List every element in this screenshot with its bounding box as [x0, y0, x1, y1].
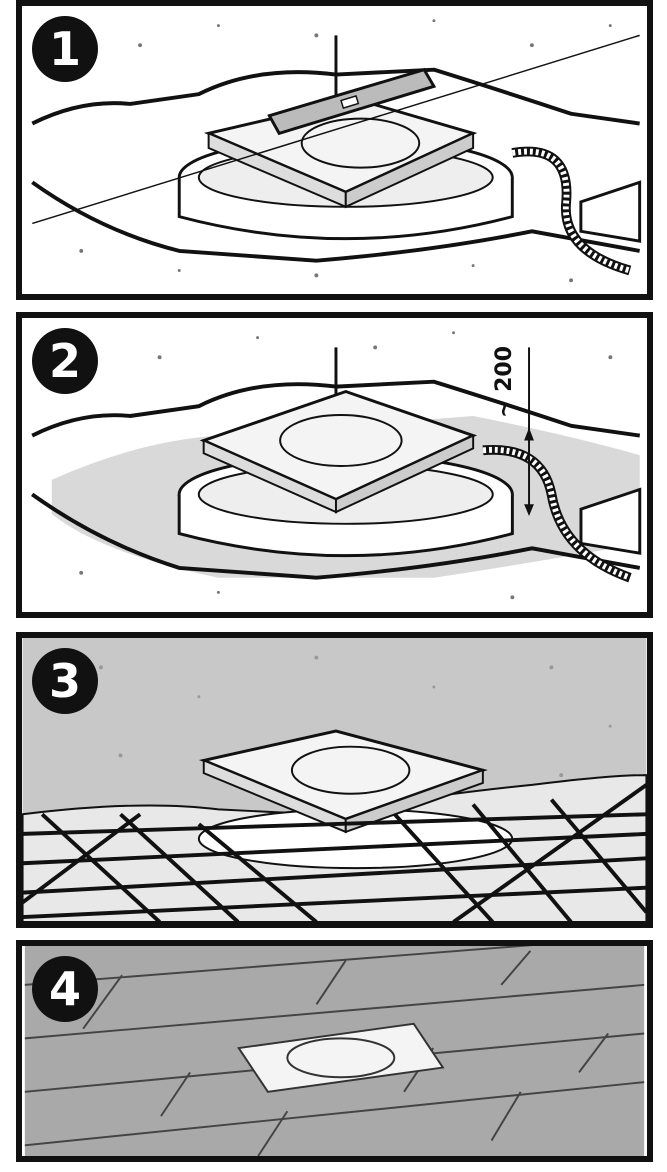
step-1-illustration [31, 19, 642, 283]
step-number-badge: 4 [32, 956, 98, 1022]
step-1-panel: 1 [16, 0, 653, 300]
step-3-illustration [22, 638, 647, 922]
step-2-illustration [31, 331, 642, 600]
depth-dimension-label: ~ 200 [492, 345, 517, 418]
step-3-panel: 3 [16, 632, 653, 928]
step-number-badge: 1 [32, 16, 98, 82]
step-2-panel: 2 ~ 200 [16, 312, 653, 618]
step-number-badge: 2 [32, 328, 98, 394]
step-4-illustration [24, 946, 645, 1156]
step-4-panel: 4 [16, 940, 653, 1162]
step-number-badge: 3 [32, 648, 98, 714]
